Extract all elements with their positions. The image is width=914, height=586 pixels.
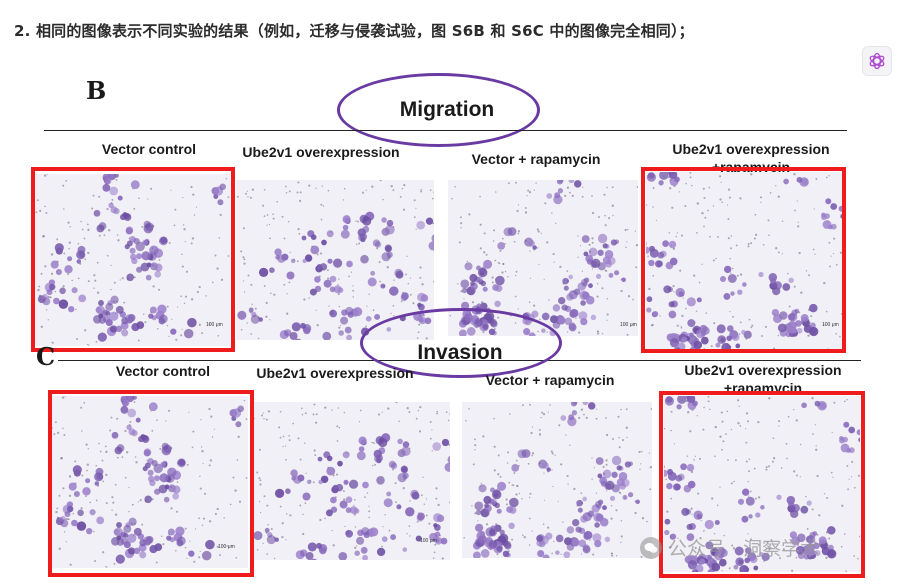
panel-b-label-ube2v1-rapamycin: Ube2v1 overexpression +rapamycin: [672, 141, 830, 175]
panel-c-label-vector-rapamycin: Vector + rapamycin: [485, 372, 615, 388]
panel-b-label-vector-rapamycin: Vector + rapamycin: [471, 151, 601, 167]
panel-b-rule: [44, 130, 847, 131]
migration-title: Migration: [399, 98, 495, 121]
panel-b-micrograph-4: [646, 172, 842, 350]
ai-assistant-button[interactable]: [862, 46, 892, 76]
openai-logo-icon: [869, 52, 885, 70]
page-heading: 2. 相同的图像表示不同实验的结果（例如，迁移与侵袭试验，图 S6B 和 S6C…: [14, 22, 694, 40]
panel-c-label-ube2v1: Ube2v1 overexpression: [256, 365, 414, 381]
wechat-icon: [640, 536, 662, 559]
panel-b-letter: B: [86, 76, 107, 105]
panel-b-scale-bar: 100 μm: [206, 322, 223, 328]
panel-c-micrograph-4: [664, 396, 860, 572]
panel-c-micrograph-1: [52, 396, 248, 568]
panel-b-scale-bar-4: 100 μm: [822, 322, 839, 328]
panel-c-label-vector-control: Vector control: [115, 363, 211, 379]
panel-b-micrograph-1: [34, 174, 230, 346]
watermark: 公众号 · 洞察学术: [640, 534, 819, 561]
panel-b-scale-bar-3: 100 μm: [620, 322, 637, 328]
panel-c-label-ube2v1-rapamycin: Ube2v1 overexpression +rapamycin: [684, 362, 842, 395]
panel-c-scale-bar-2: 100 μm: [420, 538, 437, 544]
panel-b-label-ube2v1: Ube2v1 overexpression: [242, 144, 400, 160]
watermark-text: 公众号 · 洞察学术: [668, 538, 820, 560]
panel-c-scale-bar: 100 μm: [218, 544, 235, 550]
panel-c-letter: C: [36, 342, 56, 371]
invasion-title: Invasion: [417, 341, 503, 364]
panel-b-micrograph-3: [448, 180, 638, 336]
panel-b-micrograph-2: [236, 180, 434, 340]
panel-c-micrograph-3: [462, 402, 652, 558]
panel-b-label-vector-control: Vector control: [101, 141, 197, 157]
panel-c-micrograph-2: [252, 402, 450, 560]
panel-c-rule: [58, 360, 861, 361]
